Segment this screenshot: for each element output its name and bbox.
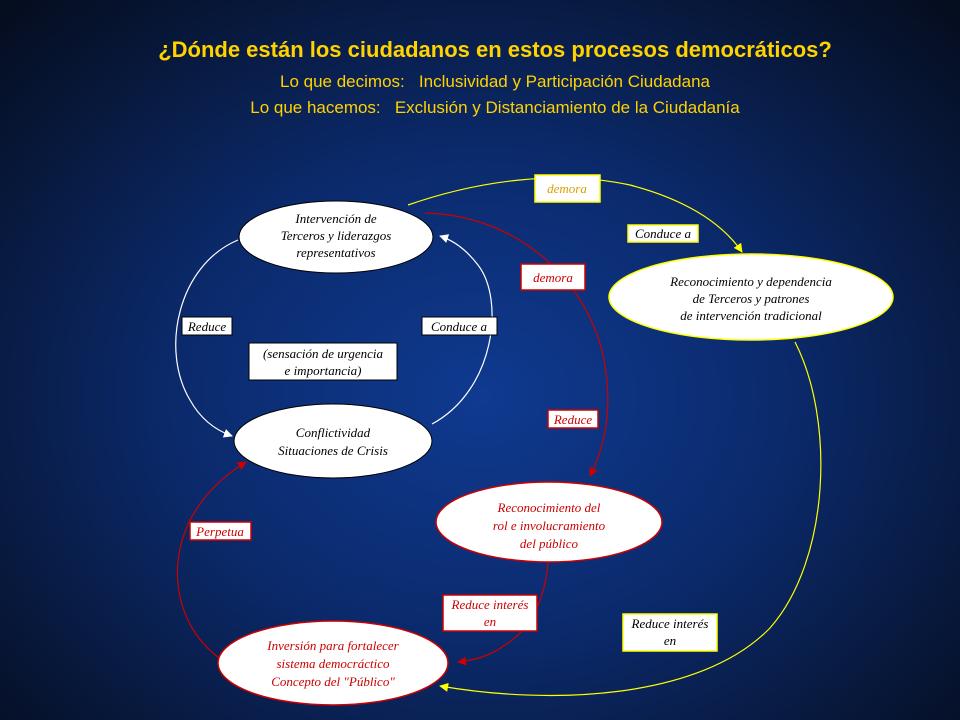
node-intervencion-line-3: representativos bbox=[296, 245, 375, 260]
label-conduce-a-yellow: Conduce a bbox=[627, 224, 699, 243]
label-conduce-a-white: Conduce a bbox=[421, 316, 498, 336]
node-reconocimiento-dep-line-2: de Terceros y patrones bbox=[693, 291, 810, 306]
node-inversion-line-3: Concepto del "Público" bbox=[271, 674, 395, 689]
node-reconocimiento-rol-line-2: rol e involucramiento bbox=[493, 518, 606, 533]
node-inversion: Inversión para fortalecer sistema democr… bbox=[217, 620, 449, 706]
subtitle-what-we-do: Lo que hacemos: Exclusión y Distanciamie… bbox=[250, 98, 740, 117]
label-reduce-interes-yellow: Reduce interés en bbox=[622, 613, 718, 652]
label-demora-yellow: demora bbox=[534, 174, 601, 203]
label-perpetua: Perpetua bbox=[189, 521, 252, 541]
node-reconocimiento-rol-line-3: del público bbox=[520, 536, 579, 551]
label-reduce-interes-red: Reduce interés en bbox=[442, 594, 538, 632]
label-demora-red: demora bbox=[520, 263, 586, 291]
label-conduce-a-yellow-text: Conduce a bbox=[635, 226, 691, 241]
label-sensacion-urgencia: (sensación de urgencia e importancia) bbox=[248, 342, 398, 381]
slide-title: ¿Dónde están los ciudadanos en estos pro… bbox=[158, 37, 832, 62]
node-reconocimiento-dependencia: Reconocimiento y dependencia de Terceros… bbox=[608, 253, 894, 341]
label-reduce-red-text: Reduce bbox=[553, 412, 592, 427]
label-reduce-interes-red-line-1: Reduce interés bbox=[451, 597, 529, 612]
red-loop-bottom-arc bbox=[457, 561, 549, 666]
yellow-loop-right-arc bbox=[439, 341, 822, 697]
label-reduce-white-text: Reduce bbox=[187, 319, 226, 334]
node-intervencion-line-1: Intervención de bbox=[294, 211, 376, 226]
node-intervencion-line-2: Terceros y liderazgos bbox=[281, 228, 392, 243]
label-reduce-interes-yellow-line-1: Reduce interés bbox=[631, 616, 709, 631]
label-sensacion-line-1: (sensación de urgencia bbox=[263, 346, 384, 361]
node-inversion-line-2: sistema democráctico bbox=[276, 656, 390, 671]
node-reconocimiento-rol-line-1: Reconocimiento del bbox=[497, 500, 601, 515]
white-loop-left-arc bbox=[175, 239, 239, 438]
label-demora-red-text: demora bbox=[533, 270, 573, 285]
label-reduce-white: Reduce bbox=[181, 316, 233, 336]
subtitle-what-we-say: Lo que decimos: Inclusividad y Participa… bbox=[280, 72, 710, 91]
yellow-loop-top-arc bbox=[407, 177, 743, 253]
label-reduce-interes-red-line-2: en bbox=[484, 614, 496, 629]
label-conduce-a-white-text: Conduce a bbox=[431, 319, 487, 334]
white-loop-right-arc bbox=[431, 234, 493, 425]
label-reduce-red: Reduce bbox=[547, 409, 599, 429]
red-loop-left-arc bbox=[176, 461, 247, 661]
label-perpetua-text: Perpetua bbox=[195, 524, 244, 539]
node-reconocimiento-dep-line-1: Reconocimiento y dependencia bbox=[669, 274, 832, 289]
node-inversion-line-1: Inversión para fortalecer bbox=[266, 638, 399, 653]
node-intervencion-terceros: Intervención de Terceros y liderazgos re… bbox=[238, 200, 434, 274]
node-reconocimiento-dep-line-3: de intervención tradicional bbox=[680, 308, 822, 323]
label-reduce-interes-yellow-line-2: en bbox=[664, 633, 676, 648]
label-demora-yellow-text: demora bbox=[547, 181, 587, 196]
node-reconocimiento-rol: Reconocimiento del rol e involucramiento… bbox=[435, 481, 663, 563]
label-sensacion-line-2: e importancia) bbox=[285, 363, 362, 378]
node-conflictividad-line-2: Situaciones de Crisis bbox=[278, 443, 388, 458]
node-conflictividad-line-1: Conflictividad bbox=[296, 425, 371, 440]
node-conflictividad: Conflictividad Situaciones de Crisis bbox=[233, 403, 433, 479]
red-loop-top-arc bbox=[424, 212, 609, 477]
